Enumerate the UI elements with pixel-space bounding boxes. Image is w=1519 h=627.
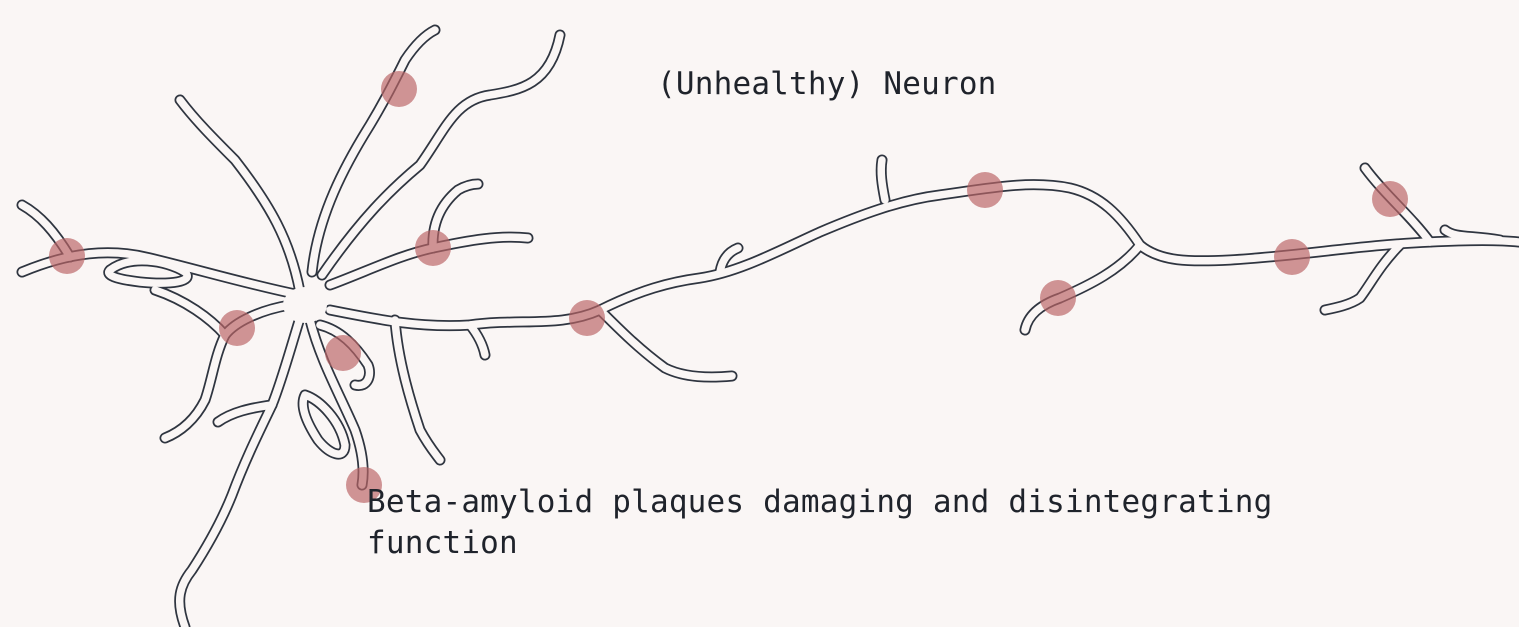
axon-knob <box>881 160 885 200</box>
plaque-11 <box>1372 181 1408 217</box>
diagram-title: (Unhealthy) Neuron <box>657 66 997 102</box>
plaque-4 <box>219 310 255 346</box>
plaque-1 <box>381 71 417 107</box>
plaque-2 <box>49 238 85 274</box>
soma-drip <box>600 310 732 377</box>
dendrite-upper-outline <box>312 30 435 272</box>
plaque-8 <box>967 172 1003 208</box>
soma <box>283 287 327 323</box>
plaque-5 <box>325 335 361 371</box>
plaque-caption: Beta-amyloid plaques damaging and disint… <box>367 482 1327 564</box>
plaque-3 <box>415 230 451 266</box>
axon-down-branch <box>1025 245 1140 330</box>
dendrite-upper <box>312 30 435 272</box>
plaque-10 <box>1274 239 1310 275</box>
dendrite-lower <box>180 318 300 627</box>
plaque-9 <box>1040 280 1076 316</box>
plaque-7 <box>569 300 605 336</box>
dendrite-upper-left-outline <box>180 100 300 292</box>
dendrite-mid-down-outline <box>395 320 440 460</box>
soma-drip-left <box>470 325 485 355</box>
